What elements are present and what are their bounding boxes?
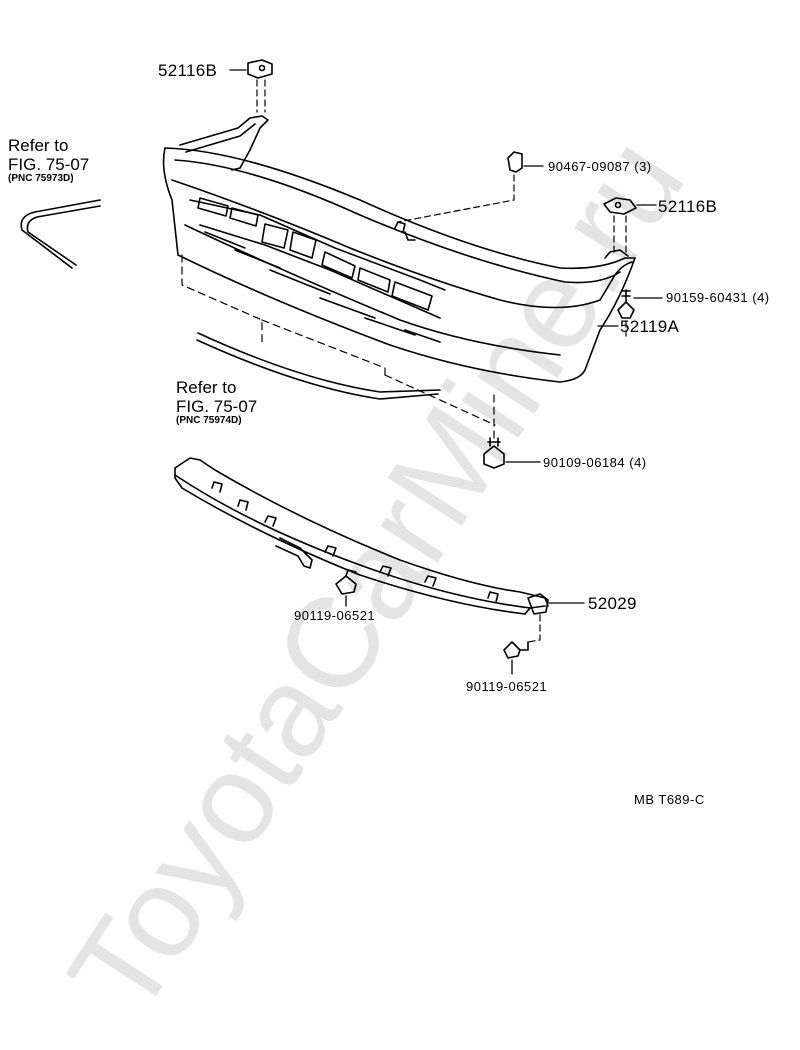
- side-screw-icon: [617, 289, 663, 339]
- label-clip: 90467-09087 (3): [548, 159, 652, 174]
- ref-left-pnc: (PNC 75973D): [8, 173, 74, 184]
- bumper-cover: [162, 147, 636, 383]
- label-retainer-top-left: 52116B: [158, 61, 218, 80]
- label-side-screw: 90159-60431 (4): [666, 290, 770, 305]
- clip-icon: [397, 151, 544, 223]
- label-reinforcement: 52029: [588, 594, 637, 613]
- alignment-lines: [181, 254, 496, 439]
- bottom-bolt-icon: [483, 437, 541, 469]
- ref-left-line1: Refer to: [8, 136, 69, 155]
- reinf-bolt-left-icon: [335, 569, 357, 607]
- label-bottom-bolt: 90109-06184 (4): [543, 455, 647, 470]
- ref-bottom-line1: Refer to: [176, 378, 237, 397]
- label-retainer-top-right: 52116B: [658, 197, 718, 216]
- ref-left-line2: FIG. 75-07: [8, 155, 90, 174]
- retainer-top-right-icon: [603, 197, 657, 255]
- bottom-molding-strip: [196, 332, 441, 400]
- figure-code: MB T689-C: [634, 792, 705, 807]
- bumper-reinforcement: [174, 457, 549, 615]
- retainer-top-left-icon: [229, 59, 273, 113]
- ref-bottom-line2: FIG. 75-07: [176, 397, 258, 416]
- upper-bracket: [179, 115, 269, 171]
- label-bumper-cover: 52119A: [620, 317, 680, 336]
- reinf-bolt-right-icon: [503, 614, 541, 675]
- label-reinf-bolt-right: 90119-06521: [466, 679, 548, 694]
- label-reinf-bolt-left: 90119-06521: [294, 608, 376, 623]
- left-molding-strip: [20, 199, 101, 269]
- ref-bottom-pnc: (PNC 75974D): [176, 415, 242, 426]
